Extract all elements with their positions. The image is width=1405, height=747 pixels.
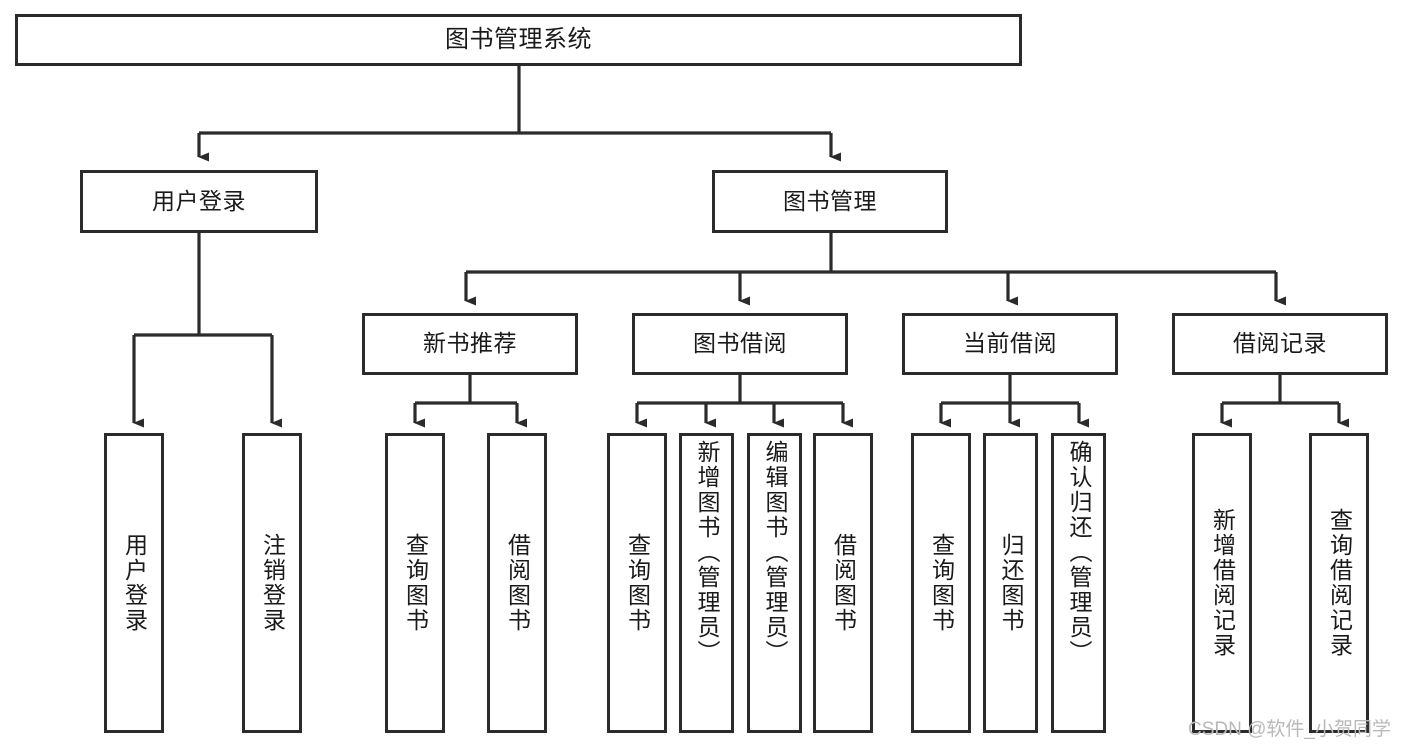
csdn-watermark: CSDN @软件_小贺同学: [1188, 719, 1391, 740]
node-label: 归还图书: [998, 533, 1024, 633]
node-label: 确认归还（管理员）: [1066, 440, 1092, 665]
leaf-book-borrow-borrow-book[interactable]: 借阅图书: [813, 433, 873, 733]
leaf-user-login-login[interactable]: 用户登录: [104, 433, 164, 733]
node-borrow-record[interactable]: 借阅记录: [1172, 313, 1388, 375]
node-current-borrow[interactable]: 当前借阅: [902, 313, 1118, 375]
leaf-book-borrow-query-book[interactable]: 查询图书: [607, 433, 667, 733]
leaf-book-borrow-edit-book[interactable]: 编辑图书（管理员）: [747, 433, 802, 733]
node-label: 新增图书（管理员）: [694, 440, 720, 665]
node-label: 用户登录: [152, 187, 246, 214]
node-label: 借阅图书: [830, 533, 857, 633]
leaf-book-borrow-add-book[interactable]: 新增图书（管理员）: [679, 433, 734, 733]
node-label: 新书推荐: [423, 330, 517, 357]
leaf-current-borrow-query-book[interactable]: 查询图书: [911, 433, 971, 733]
node-label: 注销登录: [259, 533, 286, 633]
node-label: 查询图书: [624, 533, 651, 633]
node-label: 借阅记录: [1233, 330, 1327, 357]
leaf-current-borrow-return-book[interactable]: 归还图书: [983, 433, 1038, 733]
node-label: 查询图书: [402, 533, 429, 633]
node-label: 编辑图书（管理员）: [762, 440, 788, 665]
leaf-borrow-record-query-record[interactable]: 查询借阅记录: [1309, 433, 1369, 733]
node-label: 图书借阅: [693, 330, 787, 357]
node-label: 用户登录: [121, 533, 148, 633]
node-label: 当前借阅: [963, 330, 1057, 357]
node-label: 查询图书: [928, 533, 955, 633]
leaf-borrow-record-add-record[interactable]: 新增借阅记录: [1192, 433, 1252, 733]
leaf-new-book-borrow-book[interactable]: 借阅图书: [487, 433, 547, 733]
node-label: 新增借阅记录: [1209, 508, 1236, 658]
node-book-borrow[interactable]: 图书借阅: [632, 313, 848, 375]
leaf-new-book-query-book[interactable]: 查询图书: [385, 433, 445, 733]
node-label: 图书管理系统: [445, 25, 592, 53]
leaf-current-borrow-confirm-return[interactable]: 确认归还（管理员）: [1051, 433, 1106, 733]
node-label: 查询借阅记录: [1326, 508, 1353, 658]
node-new-book-recommend[interactable]: 新书推荐: [362, 313, 578, 375]
leaf-user-login-logout[interactable]: 注销登录: [242, 433, 302, 733]
node-label: 图书管理: [783, 187, 877, 214]
node-root-book-management-system[interactable]: 图书管理系统: [15, 14, 1022, 66]
node-book-management[interactable]: 图书管理: [712, 170, 948, 233]
node-label: 借阅图书: [504, 533, 531, 633]
node-user-login[interactable]: 用户登录: [80, 170, 318, 233]
